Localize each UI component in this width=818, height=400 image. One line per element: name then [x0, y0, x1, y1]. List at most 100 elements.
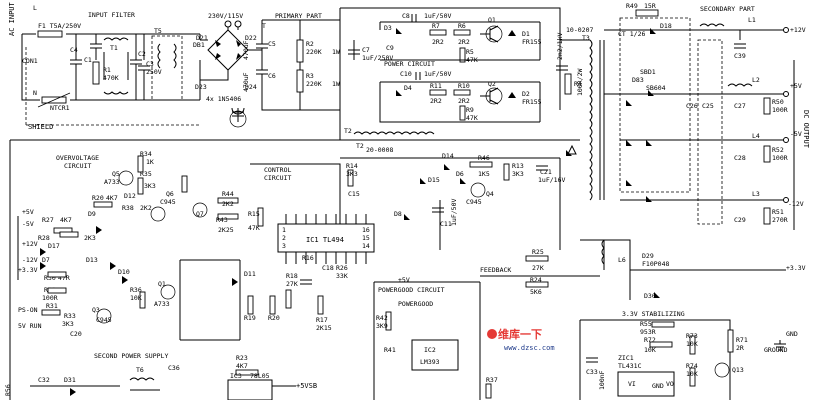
r41-label: R41: [384, 346, 396, 354]
r73-label: R73: [686, 332, 698, 340]
diode-d31: [70, 388, 76, 396]
d14-label: D14: [442, 152, 454, 160]
r27-label: R27: [42, 216, 54, 224]
terminal-minus12-icon: [783, 197, 789, 203]
rectifier-group-frame: [619, 17, 691, 193]
secondary-ground-bus: [9, 139, 340, 400]
r20-value: 4K7: [106, 194, 118, 202]
diode-d4: [396, 90, 402, 96]
voltage-select-jumper-icon-2: [234, 20, 242, 28]
resistor-r34: [137, 155, 144, 173]
line-wire: [30, 33, 201, 40]
d10-label: D10: [118, 268, 130, 276]
r30-value: 47R: [58, 274, 70, 282]
ic1-pin-15: 15: [362, 234, 370, 242]
r38-label: R38: [122, 204, 134, 212]
c39-label: C39: [734, 52, 746, 60]
resistor-r7: [429, 29, 447, 36]
q1b-label: Q1: [158, 280, 166, 288]
c6-label: C6: [268, 72, 276, 80]
resistor-r15: [257, 207, 264, 227]
c18-label: C18: [322, 264, 334, 272]
voltage-select-jumper-icon: [224, 20, 232, 28]
terminal-n-label: N: [33, 89, 37, 97]
cap-c16: [300, 279, 312, 285]
sbd1-value: SB604: [646, 84, 666, 92]
output-choke-frame: [697, 39, 723, 225]
cap-c1: [70, 34, 82, 100]
r74-label: R74: [686, 362, 698, 370]
sbd1-label: SBD1: [640, 68, 656, 76]
r14-label: R14: [346, 162, 358, 170]
ov-title-1: OVERVOLTAGE: [56, 154, 99, 162]
q6-label: Q6: [166, 190, 174, 198]
l6-label: L6: [618, 256, 626, 264]
r10-value: 2R2: [458, 97, 470, 105]
diode-column-1: [626, 100, 632, 106]
r14-value: 3K3: [346, 170, 358, 178]
resistor-r23: [235, 369, 259, 376]
transformer-t5: [157, 43, 177, 69]
c21-value: 1uF/16V: [538, 176, 565, 184]
watermark-logo-icon: [487, 329, 497, 339]
c7-value: 1uF/250V: [362, 54, 393, 62]
t2-label: T2: [344, 127, 352, 135]
d1-label: D1: [522, 30, 530, 38]
ground-symbol-icon: [774, 340, 786, 351]
r34-value: 1K: [146, 158, 154, 166]
r23-label: R23: [236, 354, 248, 362]
c21-label: C21: [540, 168, 552, 176]
l1-label: L1: [748, 16, 756, 24]
q2-label: Q2: [488, 80, 496, 88]
r7-value: 2R2: [432, 38, 444, 46]
diode-d17: [40, 248, 46, 256]
d9-label: D9: [88, 210, 96, 218]
r5-label: R5: [466, 48, 474, 56]
transistor-q13: [714, 362, 730, 378]
transformer-t3-primary: [589, 39, 593, 201]
r11-label: R11: [430, 82, 442, 90]
watermark-cn: 维库一下: [498, 327, 542, 341]
d7-label: D7: [42, 256, 50, 264]
diode-d10: [122, 276, 128, 284]
diode-driver: [566, 150, 572, 156]
c2-label: C2: [138, 50, 146, 58]
primary-part-title: PRIMARY PART: [275, 12, 322, 20]
ic1-pins: [285, 214, 367, 264]
c9-value: 2n2/1kV: [556, 33, 564, 60]
c10-value: 1uF/50V: [424, 70, 451, 78]
overvoltage-block: OVERVOLTAGE CIRCUIT R34 1K Q5 A733 R35 3…: [9, 139, 340, 400]
diode-d1: [508, 30, 516, 36]
q1b-value: A733: [154, 300, 170, 308]
d29-label: D29: [642, 252, 654, 260]
r49-label: R49: [626, 2, 638, 10]
shield-cap-circle: [229, 110, 247, 128]
diode-column-5: [646, 196, 652, 202]
q1-stage-wires: [379, 21, 541, 61]
ic3-label: IC3: [230, 372, 242, 380]
r33-value: 3K3: [62, 320, 74, 328]
r15-value: 47K: [248, 224, 260, 232]
r7-label: R7: [432, 22, 440, 30]
c36-label: C36: [168, 364, 180, 372]
r6-value: 2R2: [458, 38, 470, 46]
resistor-r20b: [269, 295, 276, 315]
diode-d24: [236, 53, 241, 60]
r1-label: R1: [103, 66, 111, 74]
r46-value: 1K5: [478, 170, 490, 178]
r2-label: R2: [306, 40, 314, 48]
diode-d21: [215, 40, 221, 47]
bulk-caps: [256, 19, 340, 111]
transformer-t6: [129, 377, 160, 391]
control-title-2: CIRCUIT: [264, 174, 291, 182]
resistor-r25: [525, 255, 549, 262]
r42-label: R42: [376, 314, 388, 322]
diode-d7: [40, 262, 46, 270]
c10-label: C10: [400, 70, 412, 78]
diodes-label: 4x 1N5406: [206, 95, 241, 103]
r44-value: 2K2: [222, 200, 234, 208]
q6-value: C945: [160, 198, 176, 206]
diode-d6: [460, 178, 466, 184]
cap-c2: [130, 34, 142, 100]
t6-label: T6: [136, 366, 144, 374]
